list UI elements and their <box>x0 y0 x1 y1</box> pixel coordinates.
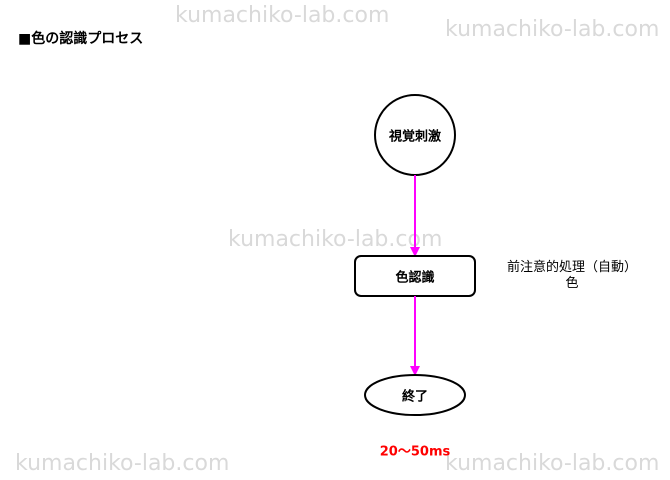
watermark: kumachiko-lab.com <box>175 3 390 28</box>
watermark: kumachiko-lab.com <box>15 451 230 476</box>
end-node-shape <box>364 374 466 416</box>
end-node-label: 終了 <box>401 389 429 405</box>
start-node-label: 視覚刺激 <box>388 129 442 145</box>
note-line-1: 前注意的処理（自動） <box>506 260 638 275</box>
duration-label: 20〜50ms <box>379 444 451 460</box>
diagram-title: ■色の認識プロセス <box>18 31 144 47</box>
watermark: kumachiko-lab.com <box>445 17 660 42</box>
note-line-2: 色 <box>565 276 579 291</box>
process-node-label: 色認識 <box>395 270 435 286</box>
process-note: 前注意的処理（自動） 色 <box>507 260 637 292</box>
watermark: kumachiko-lab.com <box>445 451 660 476</box>
watermark: kumachiko-lab.com <box>228 227 443 252</box>
